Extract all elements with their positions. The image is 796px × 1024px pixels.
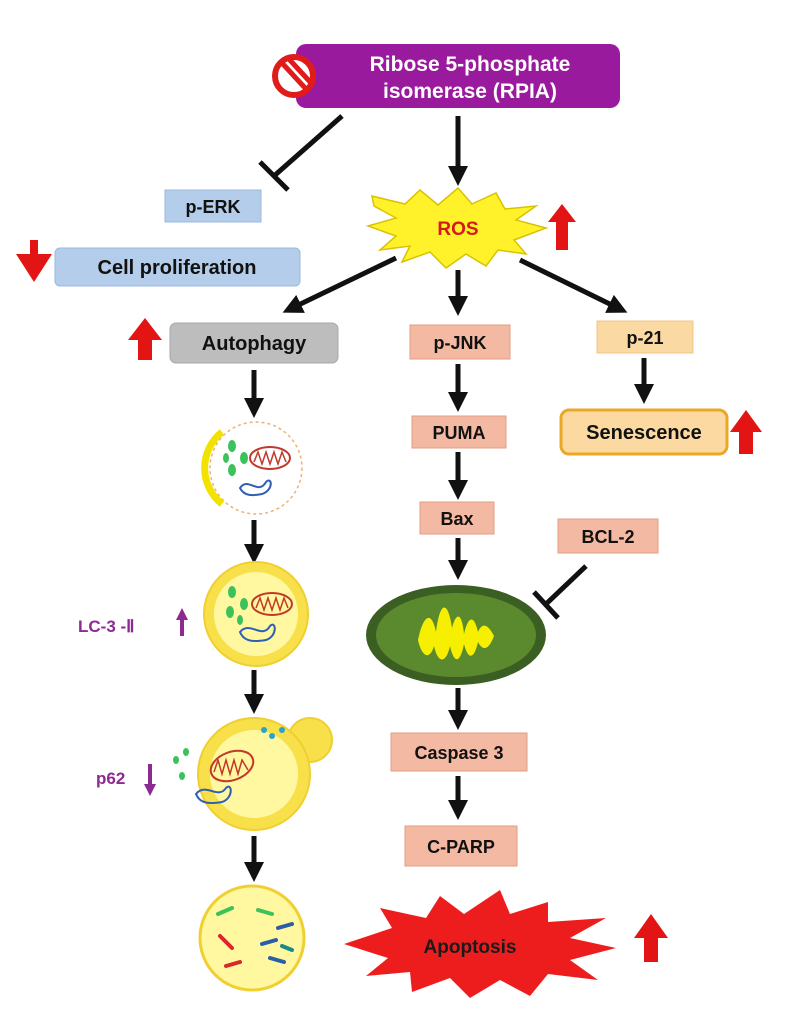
pjnk-label: p-JNK: [434, 333, 487, 353]
ros-node: ROS: [365, 186, 549, 269]
cparp-label: C-PARP: [427, 837, 495, 857]
pjnk-box: [409, 324, 511, 360]
inhibit-sign-icon: [272, 54, 316, 98]
rpia-node: Ribose 5-phosphate isomerase (RPIA): [296, 44, 620, 108]
p21-label: p-21: [626, 328, 663, 348]
up-arrow-icon: [730, 410, 762, 454]
perk-label: p-ERK: [186, 197, 241, 217]
bcl2-label: BCL-2: [582, 527, 635, 547]
caspase3-box: [390, 732, 528, 772]
bcl2-inhibits-mitochondrion: [532, 564, 588, 620]
senescence-label: Senescence: [586, 422, 702, 444]
p62-label: p62: [96, 769, 125, 788]
autophagy-box: [169, 322, 339, 364]
autophagy-label: Autophagy: [202, 333, 307, 355]
autophagy-node: Autophagy: [169, 322, 339, 364]
lc3-label: LC-3 -Ⅱ: [78, 617, 135, 636]
puma-node: PUMA: [411, 415, 507, 449]
arrow-ros-autophagy: [282, 255, 398, 313]
cparp-box: [404, 825, 518, 867]
rpia-label-line1: Ribose 5-phosphate: [370, 53, 571, 76]
cell-proliferation-box: [54, 247, 301, 287]
cell-proliferation-node: Cell proliferation: [54, 247, 301, 287]
p21-box: [596, 320, 694, 354]
apoptosis-label: Apoptosis: [424, 937, 517, 958]
bcl2-node: BCL-2: [557, 518, 659, 554]
perk-box: [164, 189, 262, 223]
rpia-label-line2: isomerase (RPIA): [383, 80, 557, 103]
caspase3-label: Caspase 3: [414, 743, 503, 763]
arrow-ros-p21: [518, 257, 628, 313]
ros-burst: [365, 186, 549, 269]
bax-node: Bax: [419, 501, 495, 535]
rpia-inhibits-perk: [258, 114, 344, 192]
mitochondrion-icon: [366, 585, 546, 685]
down-arrow-icon: [16, 240, 52, 282]
p21-node: p-21: [596, 320, 694, 354]
down-arrow-icon: [144, 764, 156, 796]
puma-label: PUMA: [433, 423, 486, 443]
ros-label: ROS: [437, 219, 478, 240]
bax-box: [419, 501, 495, 535]
bcl2-box: [557, 518, 659, 554]
bax-label: Bax: [440, 509, 473, 529]
rpia-box: [296, 44, 620, 108]
up-arrow-icon: [128, 318, 162, 360]
caspase3-node: Caspase 3: [390, 732, 528, 772]
senescence-box: [559, 408, 729, 456]
cparp-node: C-PARP: [404, 825, 518, 867]
up-arrow-icon: [548, 204, 576, 250]
senescence-node: Senescence: [559, 408, 729, 456]
apoptosis-node: Apoptosis: [344, 890, 616, 998]
perk-node: p-ERK: [164, 189, 262, 223]
up-arrow-icon: [176, 608, 188, 636]
apoptosis-burst: [344, 890, 616, 998]
up-arrow-icon: [634, 914, 668, 962]
autophagosome-icon: [203, 561, 309, 667]
pjnk-node: p-JNK: [409, 324, 511, 360]
cell-proliferation-label: Cell proliferation: [98, 257, 257, 279]
phagophore-icon: [201, 421, 303, 515]
degradation-vesicle-icon: [198, 884, 306, 992]
puma-box: [411, 415, 507, 449]
autolysosome-icon: [173, 717, 333, 831]
